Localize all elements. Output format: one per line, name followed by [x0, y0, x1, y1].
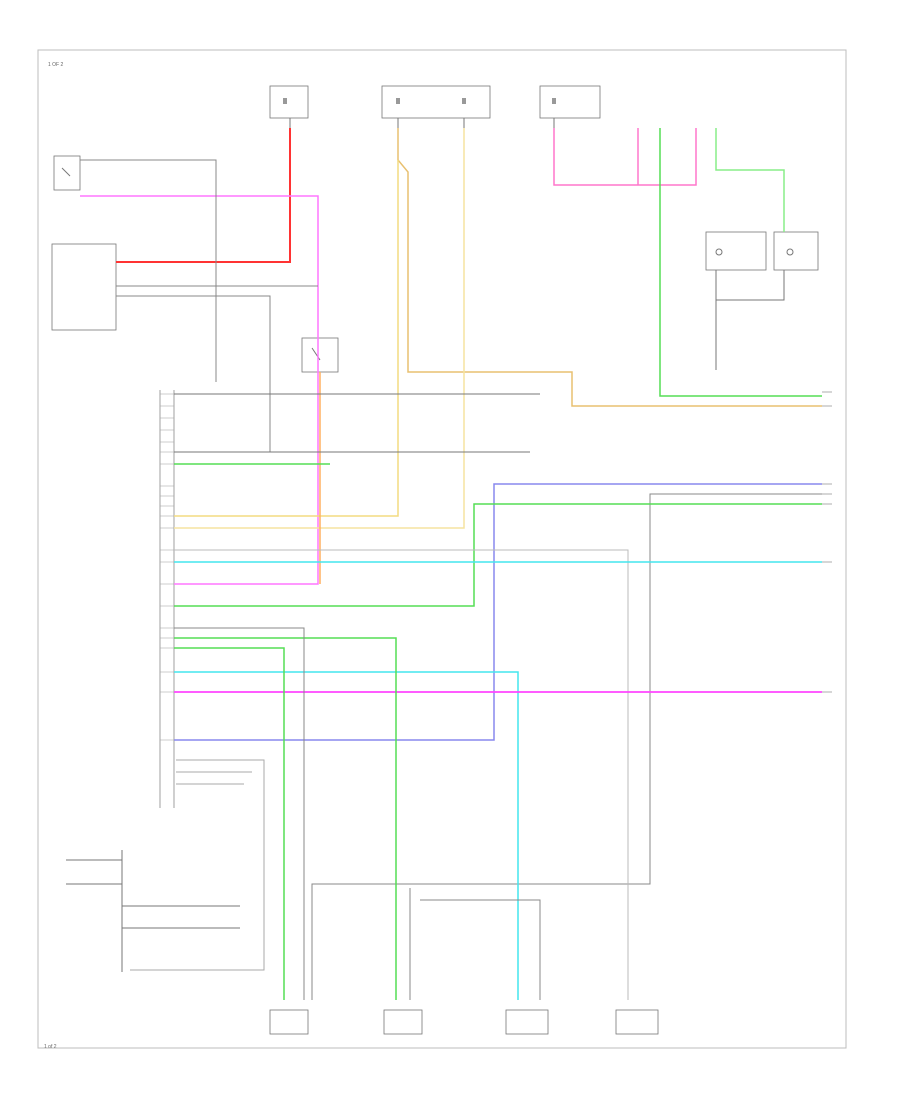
right-terminals: [822, 391, 832, 693]
wire-light-gray: [174, 549, 629, 1000]
wire-green-compressor: [659, 128, 822, 397]
fuse-box-left: [269, 85, 309, 128]
wire-gray-sensor-1: [174, 627, 305, 1000]
wire-blue: [174, 483, 822, 741]
sensor-block-4: [615, 1009, 659, 1035]
temp-actuator: [66, 850, 240, 972]
wire-green-right: [174, 503, 822, 607]
wire-green-sensor-2: [174, 647, 285, 1000]
sensor-block-1: [269, 1009, 309, 1035]
sensor-block-3: [505, 1009, 549, 1035]
wire-green-sensor-1: [174, 637, 397, 1000]
connector-pins: [160, 393, 174, 741]
header-note: 1 OF 2: [48, 62, 64, 68]
sensor-block-2: [383, 1009, 423, 1035]
wire-red: [116, 128, 291, 263]
wire-gray-module: [116, 295, 271, 453]
wire-gray-right: [311, 493, 822, 1000]
hvac-module-connector: [159, 390, 175, 808]
blower-control-module: [51, 243, 117, 331]
wire-light-yellow: [174, 128, 465, 529]
wire-yellow: [174, 160, 399, 517]
wire-pink-fuse: [553, 128, 697, 186]
wire-gray-control: [130, 759, 265, 971]
compressor-diode-block: [705, 231, 819, 271]
wire-light-green-diode: [715, 128, 785, 232]
blower-switch: [53, 155, 81, 191]
wire-gray-blower: [80, 159, 217, 382]
diagram-frame: [37, 49, 847, 1049]
fuse-box-center: [381, 85, 491, 128]
wire-gray-diode-2: [716, 270, 785, 301]
wire-cyan-sensor: [174, 671, 519, 1000]
wire-gray-sensor-2: [420, 899, 541, 1000]
fuse-box-right: [539, 85, 601, 128]
wire-magenta-blower: [80, 195, 319, 585]
relay-center: [301, 337, 339, 373]
footer-note: 1 of 2: [44, 1044, 57, 1050]
